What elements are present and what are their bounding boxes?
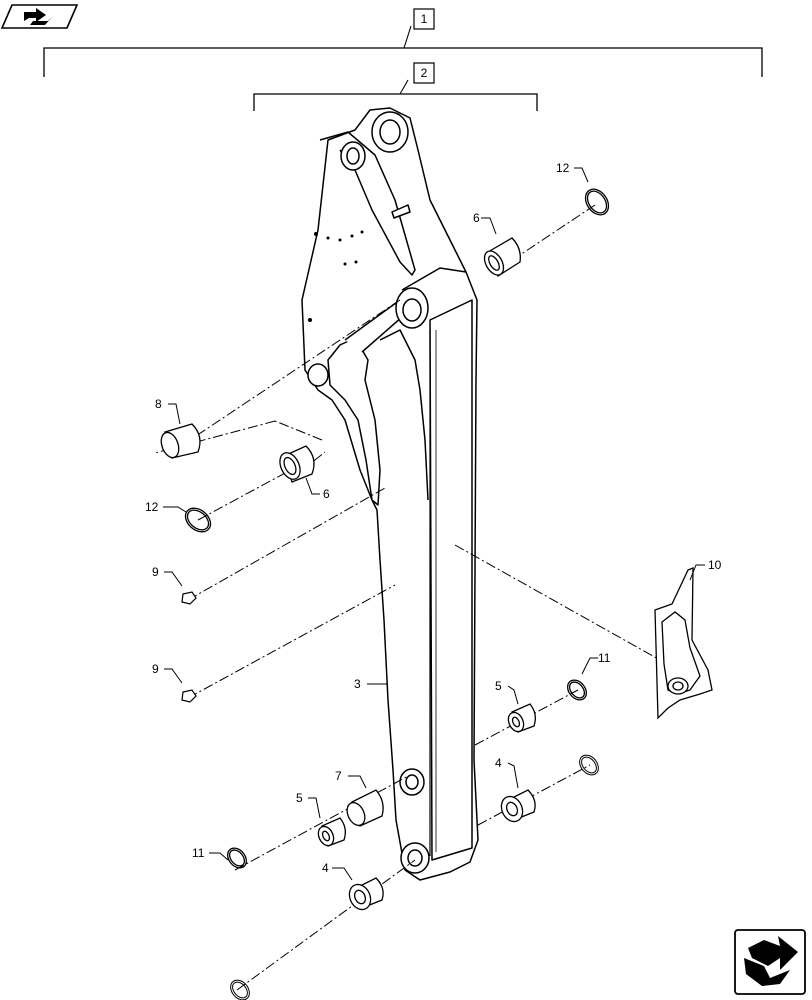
bushing-6-top	[483, 237, 521, 277]
bushing-5b	[317, 817, 346, 847]
snap-ring-right	[579, 754, 599, 776]
snap-ring-12-mid	[184, 507, 212, 533]
grease-fitting-9b	[181, 689, 197, 703]
callout-12-top: 12	[556, 161, 570, 175]
callout-12-mid: 12	[145, 500, 159, 514]
grease-fitting-9a	[181, 591, 197, 605]
snap-ring-bottom	[230, 979, 250, 1000]
boom-arm	[301, 107, 479, 881]
snap-ring-12-top	[584, 188, 610, 216]
snap-ring-11b	[226, 847, 248, 869]
bushing-5a	[507, 703, 536, 733]
callout-4-right: 4	[495, 756, 502, 770]
assembly-2-bracket: 2	[253, 62, 538, 111]
callout-9-lower: 9	[152, 662, 159, 676]
snap-ring-11a	[566, 679, 588, 701]
callout-8: 8	[155, 397, 162, 411]
callout-6-top: 6	[473, 211, 480, 225]
bracket-10	[654, 567, 713, 720]
callout-6-mid: 6	[323, 487, 330, 501]
callout-3: 3	[354, 677, 361, 691]
callout-11-left: 11	[192, 846, 205, 860]
assembly-axis-lines	[154, 204, 661, 991]
callout-9-upper: 9	[152, 565, 159, 579]
page-back-icon[interactable]	[0, 4, 79, 29]
callout-4-left: 4	[322, 861, 329, 875]
callout-7: 7	[335, 769, 342, 783]
callout-5-right: 5	[495, 679, 502, 693]
pin-4a	[500, 789, 536, 823]
callout-11-right: 11	[598, 651, 611, 665]
callouts: 12 6 8 6 12 9 9 3 10 11 5 4 7 5 11 4	[145, 161, 722, 875]
page-forward-icon[interactable]	[734, 929, 806, 995]
sleeve-7	[346, 789, 384, 827]
callout-10: 10	[708, 558, 722, 572]
assembly-2-label: 2	[421, 66, 428, 80]
pin-4b	[348, 877, 384, 911]
assembly-1-label: 1	[421, 12, 428, 26]
bushing-6-mid	[279, 445, 315, 483]
bushing-8	[160, 423, 201, 459]
assembly-1-bracket: 1	[43, 8, 763, 77]
callout-5-left: 5	[296, 791, 303, 805]
